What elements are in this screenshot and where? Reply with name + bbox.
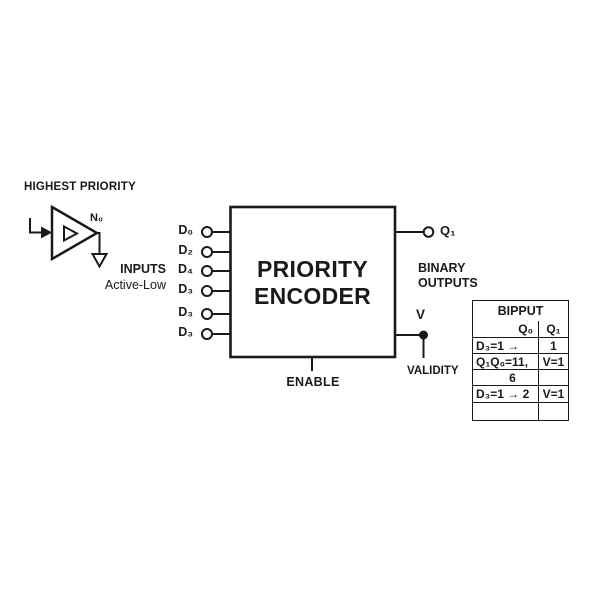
down-arrow-icon: [90, 253, 109, 269]
input-label-d3b: D₃: [178, 305, 193, 319]
input-label-d0: D₀: [178, 223, 193, 237]
q1-bubble: [422, 226, 435, 238]
truth-table-cell: Q₁Q₀=11,: [473, 354, 539, 369]
truth-table-cell: V=1: [542, 387, 565, 401]
buffer-input-arrowhead-icon: [41, 226, 52, 239]
input-label-d4: D₄: [178, 262, 193, 276]
truth-table-cell: [539, 370, 568, 385]
inputs-heading: INPUTS: [120, 262, 166, 276]
truth-table: BIPPUT Q₀ Q₁ D₃=1 → 1 Q₁Q₀=11, V=1 6 D₃=…: [472, 300, 569, 421]
input-bubble: [201, 285, 213, 297]
truth-table-cell: V=1: [542, 354, 565, 369]
input-label-d3a: D₃: [178, 282, 193, 296]
v-output-label: V: [416, 307, 426, 322]
buffer-input-wire: [29, 218, 41, 234]
truth-table-cell: [539, 403, 568, 420]
truth-table-header-row: Q₀ Q₁: [473, 321, 568, 337]
encoder-box: [229, 205, 397, 359]
active-low-label: Active-Low: [104, 278, 166, 292]
input-label-d2: D₂: [178, 243, 193, 257]
binary-outputs-line2: OUTPUTS: [418, 276, 478, 290]
truth-table-col-q0: Q₀: [473, 321, 539, 337]
truth-table-title: BIPPUT: [497, 304, 544, 318]
input-bubble: [201, 226, 213, 238]
truth-table-col-q1: Q₁: [546, 322, 561, 336]
input-bubble: [201, 265, 213, 277]
binary-outputs-line1: BINARY: [418, 261, 466, 275]
encoder-title-line2: ENCODER: [253, 283, 372, 309]
buffer-output-wire: [97, 232, 101, 254]
input-bubble: [201, 328, 213, 340]
binary-outputs-heading: BINARY OUTPUTS: [418, 261, 478, 291]
enable-label: ENABLE: [286, 375, 340, 389]
buffer-inner-triangle-icon: [63, 224, 80, 243]
input-pins: [201, 226, 231, 340]
input-bubble: [201, 246, 213, 258]
encoder-title-line1: PRIORITY: [256, 256, 369, 282]
truth-table-row: D₃=1 → 2 V=1: [473, 385, 568, 402]
encoder-title: PRIORITY ENCODER: [230, 256, 395, 310]
truth-table-cell: 6: [473, 370, 539, 385]
truth-table-row: Q₁Q₀=11, V=1: [473, 353, 568, 369]
buffer-output-label: N₀: [90, 212, 103, 224]
truth-table-cell: D₃=1 →: [473, 338, 539, 353]
truth-table-row: D₃=1 → 1: [473, 337, 568, 353]
highest-priority-label: HIGHEST PRIORITY: [24, 181, 136, 193]
truth-table-cell: [473, 403, 539, 420]
input-label-d3c: D₃: [178, 325, 193, 339]
input-bubble: [201, 308, 213, 320]
truth-table-cell: D₃=1 → 2: [473, 386, 539, 402]
truth-table-cell: 1: [550, 338, 557, 353]
truth-table-row: 6: [473, 369, 568, 385]
truth-table-row: [473, 402, 568, 420]
q1-output-label: Q₁: [440, 223, 456, 238]
validity-label: VALIDITY: [407, 365, 459, 377]
